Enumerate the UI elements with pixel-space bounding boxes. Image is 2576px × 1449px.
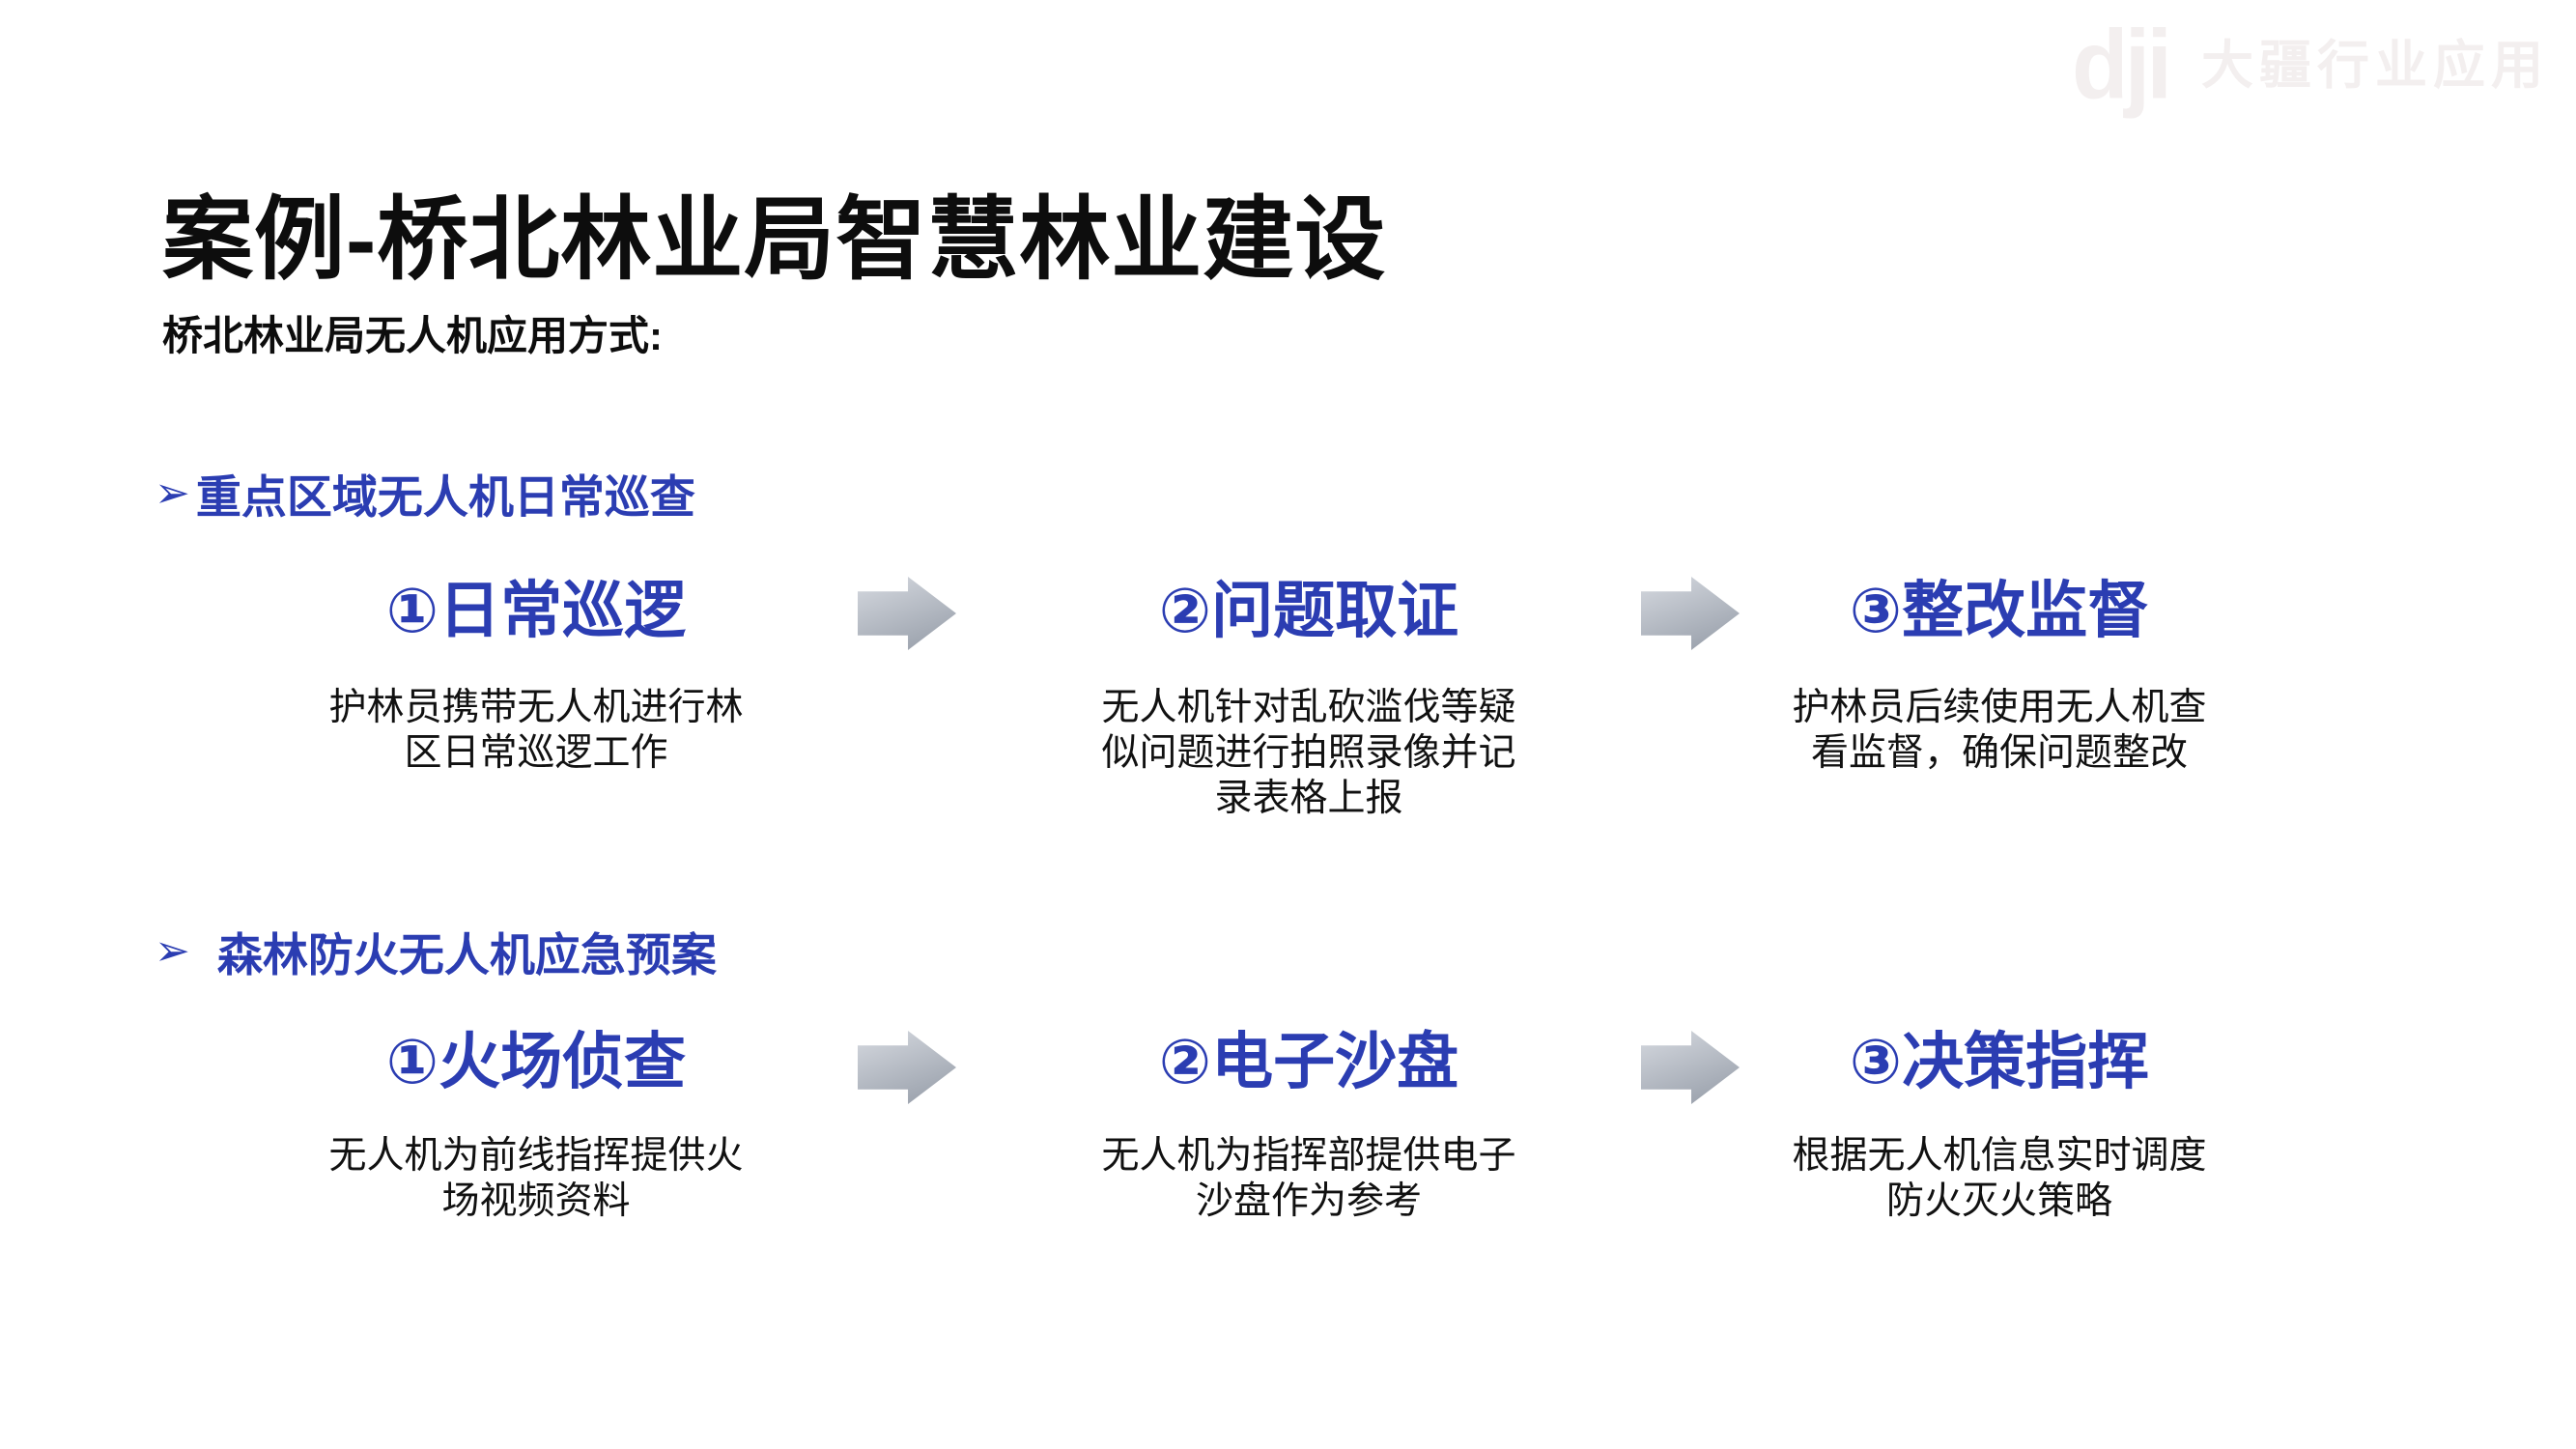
page-title: 案例-桥北林业局智慧林业建设 bbox=[162, 188, 1387, 290]
page-subtitle: 桥北林业局无人机应用方式: bbox=[162, 313, 663, 358]
arrowhead-bullet-icon: ➢ bbox=[155, 926, 190, 975]
step-title-sandtable: ②电子沙盘 bbox=[1158, 1027, 1459, 1096]
step-title-supervision: ③整改监督 bbox=[1849, 576, 2150, 645]
section-heading-2: ➢ 森林防火无人机应急预案 bbox=[155, 918, 717, 984]
dji-logo-icon: dji bbox=[2072, 11, 2172, 120]
flow-arrow-icon bbox=[858, 577, 956, 650]
step-title-command: ③决策指挥 bbox=[1849, 1027, 2150, 1096]
section-heading-1: ➢ 重点区域无人机日常巡查 bbox=[155, 460, 695, 526]
step-desc-sandtable: 无人机为指挥部提供电子 沙盘作为参考 bbox=[1101, 1135, 1516, 1222]
step-title-patrol: ①日常巡逻 bbox=[385, 576, 687, 645]
arrowhead-bullet-icon: ➢ bbox=[155, 469, 190, 517]
section-heading-2-text: 森林防火无人机应急预案 bbox=[216, 929, 717, 980]
watermark-text: 大疆行业应用 bbox=[2201, 37, 2549, 95]
section-heading-1-text: 重点区域无人机日常巡查 bbox=[195, 471, 695, 523]
flow-arrow-icon bbox=[858, 1031, 956, 1104]
step-title-recon: ①火场侦查 bbox=[385, 1027, 687, 1096]
step-desc-supervision: 护林员后续使用无人机查 看监督，确保问题整改 bbox=[1792, 687, 2207, 774]
step-desc-recon: 无人机为前线指挥提供火 场视频资料 bbox=[328, 1135, 744, 1222]
step-desc-command: 根据无人机信息实时调度 防火灭火策略 bbox=[1792, 1135, 2207, 1222]
brand-watermark: dji 大疆行业应用 bbox=[2072, 11, 2549, 120]
step-desc-evidence: 无人机针对乱砍滥伐等疑 似问题进行拍照录像并记 录表格上报 bbox=[1101, 687, 1516, 819]
flow-arrow-icon bbox=[1641, 1031, 1740, 1104]
step-title-evidence: ②问题取证 bbox=[1158, 576, 1459, 645]
step-desc-patrol: 护林员携带无人机进行林 区日常巡逻工作 bbox=[328, 687, 744, 774]
flow-arrow-icon bbox=[1641, 577, 1740, 650]
